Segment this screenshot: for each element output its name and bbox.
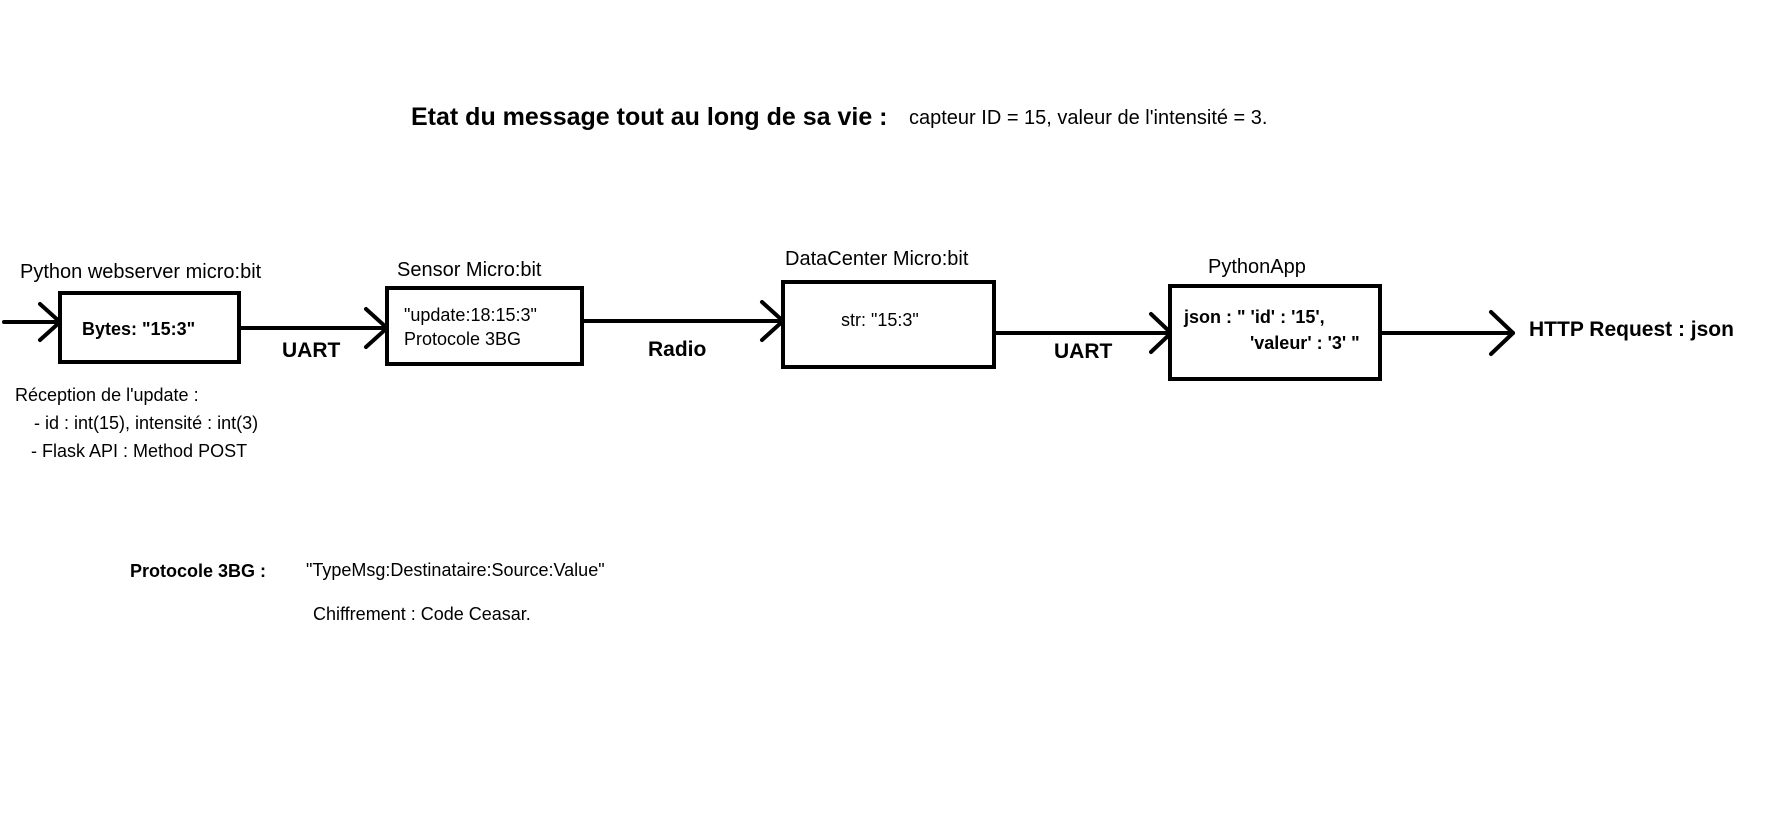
link-label-radio: Radio: [648, 338, 707, 361]
node-pythonapp-line1: json : " 'id' : '15',: [1184, 307, 1325, 327]
output-label: HTTP Request : json: [1529, 318, 1734, 341]
diagram-title: Etat du message tout au long de sa vie :: [411, 103, 888, 131]
reception-item-id: - id : int(15), intensité : int(3): [34, 413, 259, 433]
protocol-format: "TypeMsg:Destinataire:Source:Value": [306, 560, 605, 580]
node-sensor-box: "update:18:15:3" Protocole 3BG: [385, 286, 584, 366]
node-title-sensor: Sensor Micro:bit: [397, 259, 542, 281]
node-webserver-box: Bytes: "15:3": [58, 291, 241, 364]
diagram-subtitle: capteur ID = 15, valeur de l'intensité =…: [909, 107, 1268, 129]
node-datacenter-box: str: "15:3": [781, 280, 996, 369]
protocol-cipher: Chiffrement : Code Ceasar.: [313, 604, 531, 624]
protocol-label: Protocole 3BG :: [130, 561, 267, 581]
reception-heading: Réception de l'update :: [15, 385, 199, 405]
node-pythonapp-box: json : " 'id' : '15', 'valeur' : '3' ": [1168, 284, 1382, 381]
node-title-webserver: Python webserver micro:bit: [20, 261, 262, 283]
reception-item-flask: - Flask API : Method POST: [31, 441, 248, 461]
link-label-uart1: UART: [282, 339, 341, 362]
arrow-output-head: [1489, 310, 1515, 356]
node-webserver-text: Bytes: "15:3": [82, 319, 196, 339]
node-pythonapp-line2: 'valeur' : '3' ": [1250, 333, 1360, 353]
node-title-pythonapp: PythonApp: [1208, 256, 1306, 278]
node-sensor-line1: "update:18:15:3": [404, 305, 537, 325]
link-label-uart2: UART: [1054, 340, 1113, 363]
node-title-datacenter: DataCenter Micro:bit: [785, 248, 969, 270]
node-datacenter-text: str: "15:3": [841, 310, 919, 330]
node-sensor-line2: Protocole 3BG: [404, 329, 522, 349]
